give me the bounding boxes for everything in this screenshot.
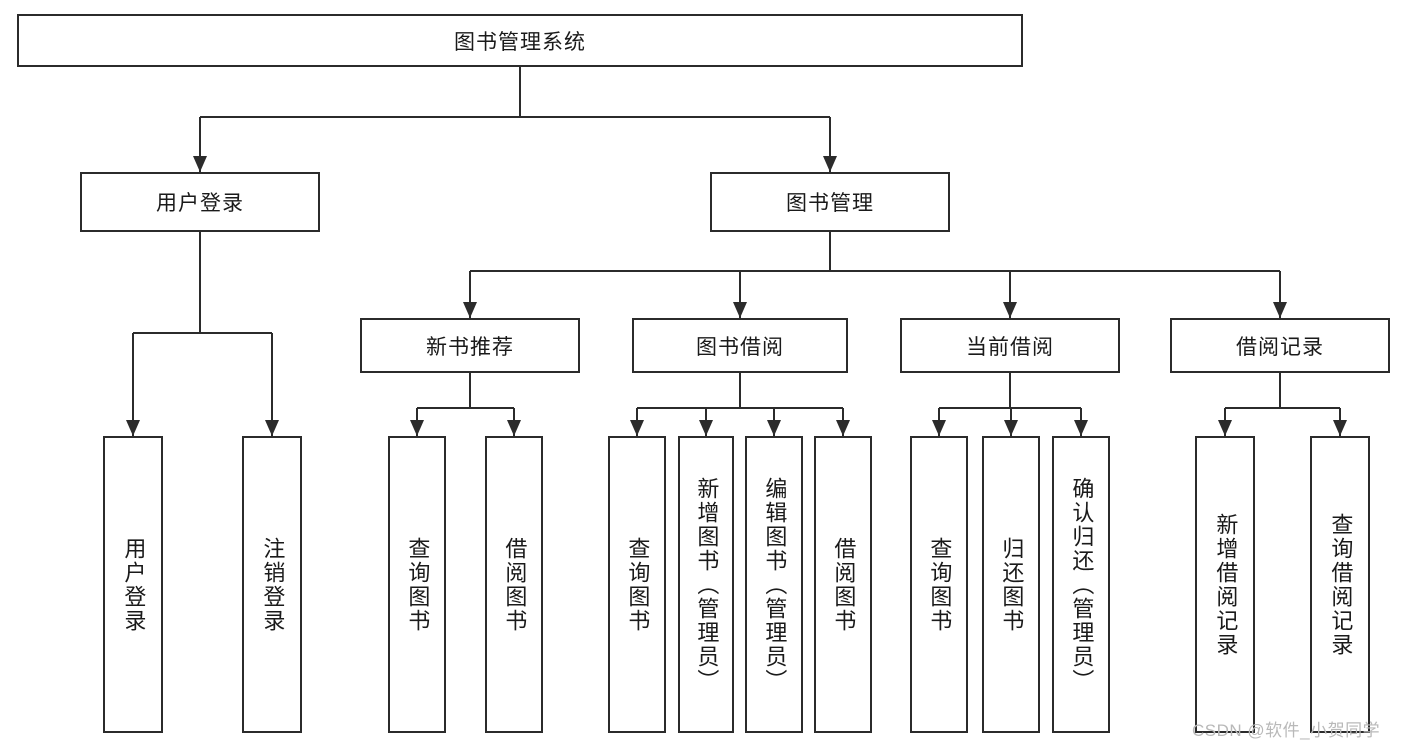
connector-management-to-level3-3 [1279,271,1281,318]
connector-3-stem [1009,373,1011,408]
root-node-book-management-system[interactable]: 图书管理系统 [17,14,1023,67]
arrow-0-to-leaf-0 [126,420,140,436]
arrow-1-to-leaf-1 [507,420,521,436]
connector-root-to-level2-1 [829,117,831,172]
level3-node-2[interactable]: 当前借阅 [900,318,1120,373]
leaf-node-0[interactable]: 用户登录 [103,436,163,733]
node-label: 用户登录 [156,192,244,215]
connector-1-bus [417,407,514,409]
arrow-2-to-leaf-2 [767,420,781,436]
arrow-4-to-leaf-0 [1218,420,1232,436]
node-label: 新书推荐 [426,335,514,359]
node-label: 查询图书 [405,536,431,633]
leaf-node-2[interactable]: 查询图书 [388,436,446,733]
leaf-node-5[interactable]: 新增图书（管理员） [678,436,734,733]
leaf-node-1[interactable]: 注销登录 [242,436,302,733]
connector-4-stem [1279,373,1281,408]
level3-node-1[interactable]: 图书借阅 [632,318,848,373]
connector-2-bus [637,407,843,409]
csdn-watermark: CSDN @软件_小贺同学 [1192,721,1381,740]
leaf-node-11[interactable]: 新增借阅记录 [1195,436,1255,733]
node-label: 查询图书 [927,536,953,633]
node-label: 注销登录 [260,536,286,633]
connector-4-bus [1225,407,1340,409]
connector-0-to-leaf-1 [271,333,273,436]
node-label: 图书管理 [786,192,874,215]
arrow-management-to-level3-1 [733,302,747,318]
arrow-2-to-leaf-0 [630,420,644,436]
node-label: 归还图书 [999,536,1025,633]
leaf-node-8[interactable]: 查询图书 [910,436,968,733]
node-label: 图书管理系统 [454,30,586,54]
leaf-node-12[interactable]: 查询借阅记录 [1310,436,1370,733]
level2-node-0[interactable]: 用户登录 [80,172,320,232]
connector-management-to-level3-0 [469,271,471,318]
leaf-node-9[interactable]: 归还图书 [982,436,1040,733]
leaf-node-3[interactable]: 借阅图书 [485,436,543,733]
node-label: 当前借阅 [966,335,1054,359]
arrow-management-to-level3-3 [1273,302,1287,318]
arrow-1-to-leaf-0 [410,420,424,436]
node-label: 借阅图书 [831,536,857,633]
leaf-node-4[interactable]: 查询图书 [608,436,666,733]
arrow-3-to-leaf-1 [1004,420,1018,436]
connector-2-stem [739,373,741,408]
connector-0-bus [133,332,272,334]
arrow-management-to-level3-0 [463,302,477,318]
node-label: 编辑图书（管理员） [762,476,788,693]
arrow-0-to-leaf-1 [265,420,279,436]
leaf-node-10[interactable]: 确认归还（管理员） [1052,436,1110,733]
level3-node-3[interactable]: 借阅记录 [1170,318,1390,373]
connector-management-bus [470,270,1280,272]
node-label: 新增借阅记录 [1213,512,1239,657]
connector-root-to-level2-0 [199,117,201,172]
node-label: 新增图书（管理员） [694,476,720,693]
connector-0-to-leaf-0 [132,333,134,436]
leaf-node-7[interactable]: 借阅图书 [814,436,872,733]
arrow-3-to-leaf-2 [1074,420,1088,436]
connector-management-to-level3-2 [1009,271,1011,318]
arrow-2-to-leaf-3 [836,420,850,436]
arrow-root-to-level2-1 [823,156,837,172]
node-label: 确认归还（管理员） [1069,476,1095,693]
connector-root-bus [200,116,830,118]
node-label: 借阅记录 [1236,335,1324,359]
connector-management-stem [829,232,831,271]
connector-1-stem [469,373,471,408]
node-label: 借阅图书 [502,536,528,633]
arrow-root-to-level2-0 [193,156,207,172]
arrow-management-to-level3-2 [1003,302,1017,318]
node-label: 查询图书 [625,536,651,633]
arrow-4-to-leaf-1 [1333,420,1347,436]
node-label: 查询借阅记录 [1328,512,1354,657]
connector-root-stem [519,67,521,117]
node-label: 用户登录 [121,536,147,633]
connector-0-stem [199,232,201,333]
leaf-node-6[interactable]: 编辑图书（管理员） [745,436,803,733]
arrow-2-to-leaf-1 [699,420,713,436]
node-label: 图书借阅 [696,335,784,359]
connector-management-to-level3-1 [739,271,741,318]
level2-node-1[interactable]: 图书管理 [710,172,950,232]
level3-node-0[interactable]: 新书推荐 [360,318,580,373]
arrow-3-to-leaf-0 [932,420,946,436]
